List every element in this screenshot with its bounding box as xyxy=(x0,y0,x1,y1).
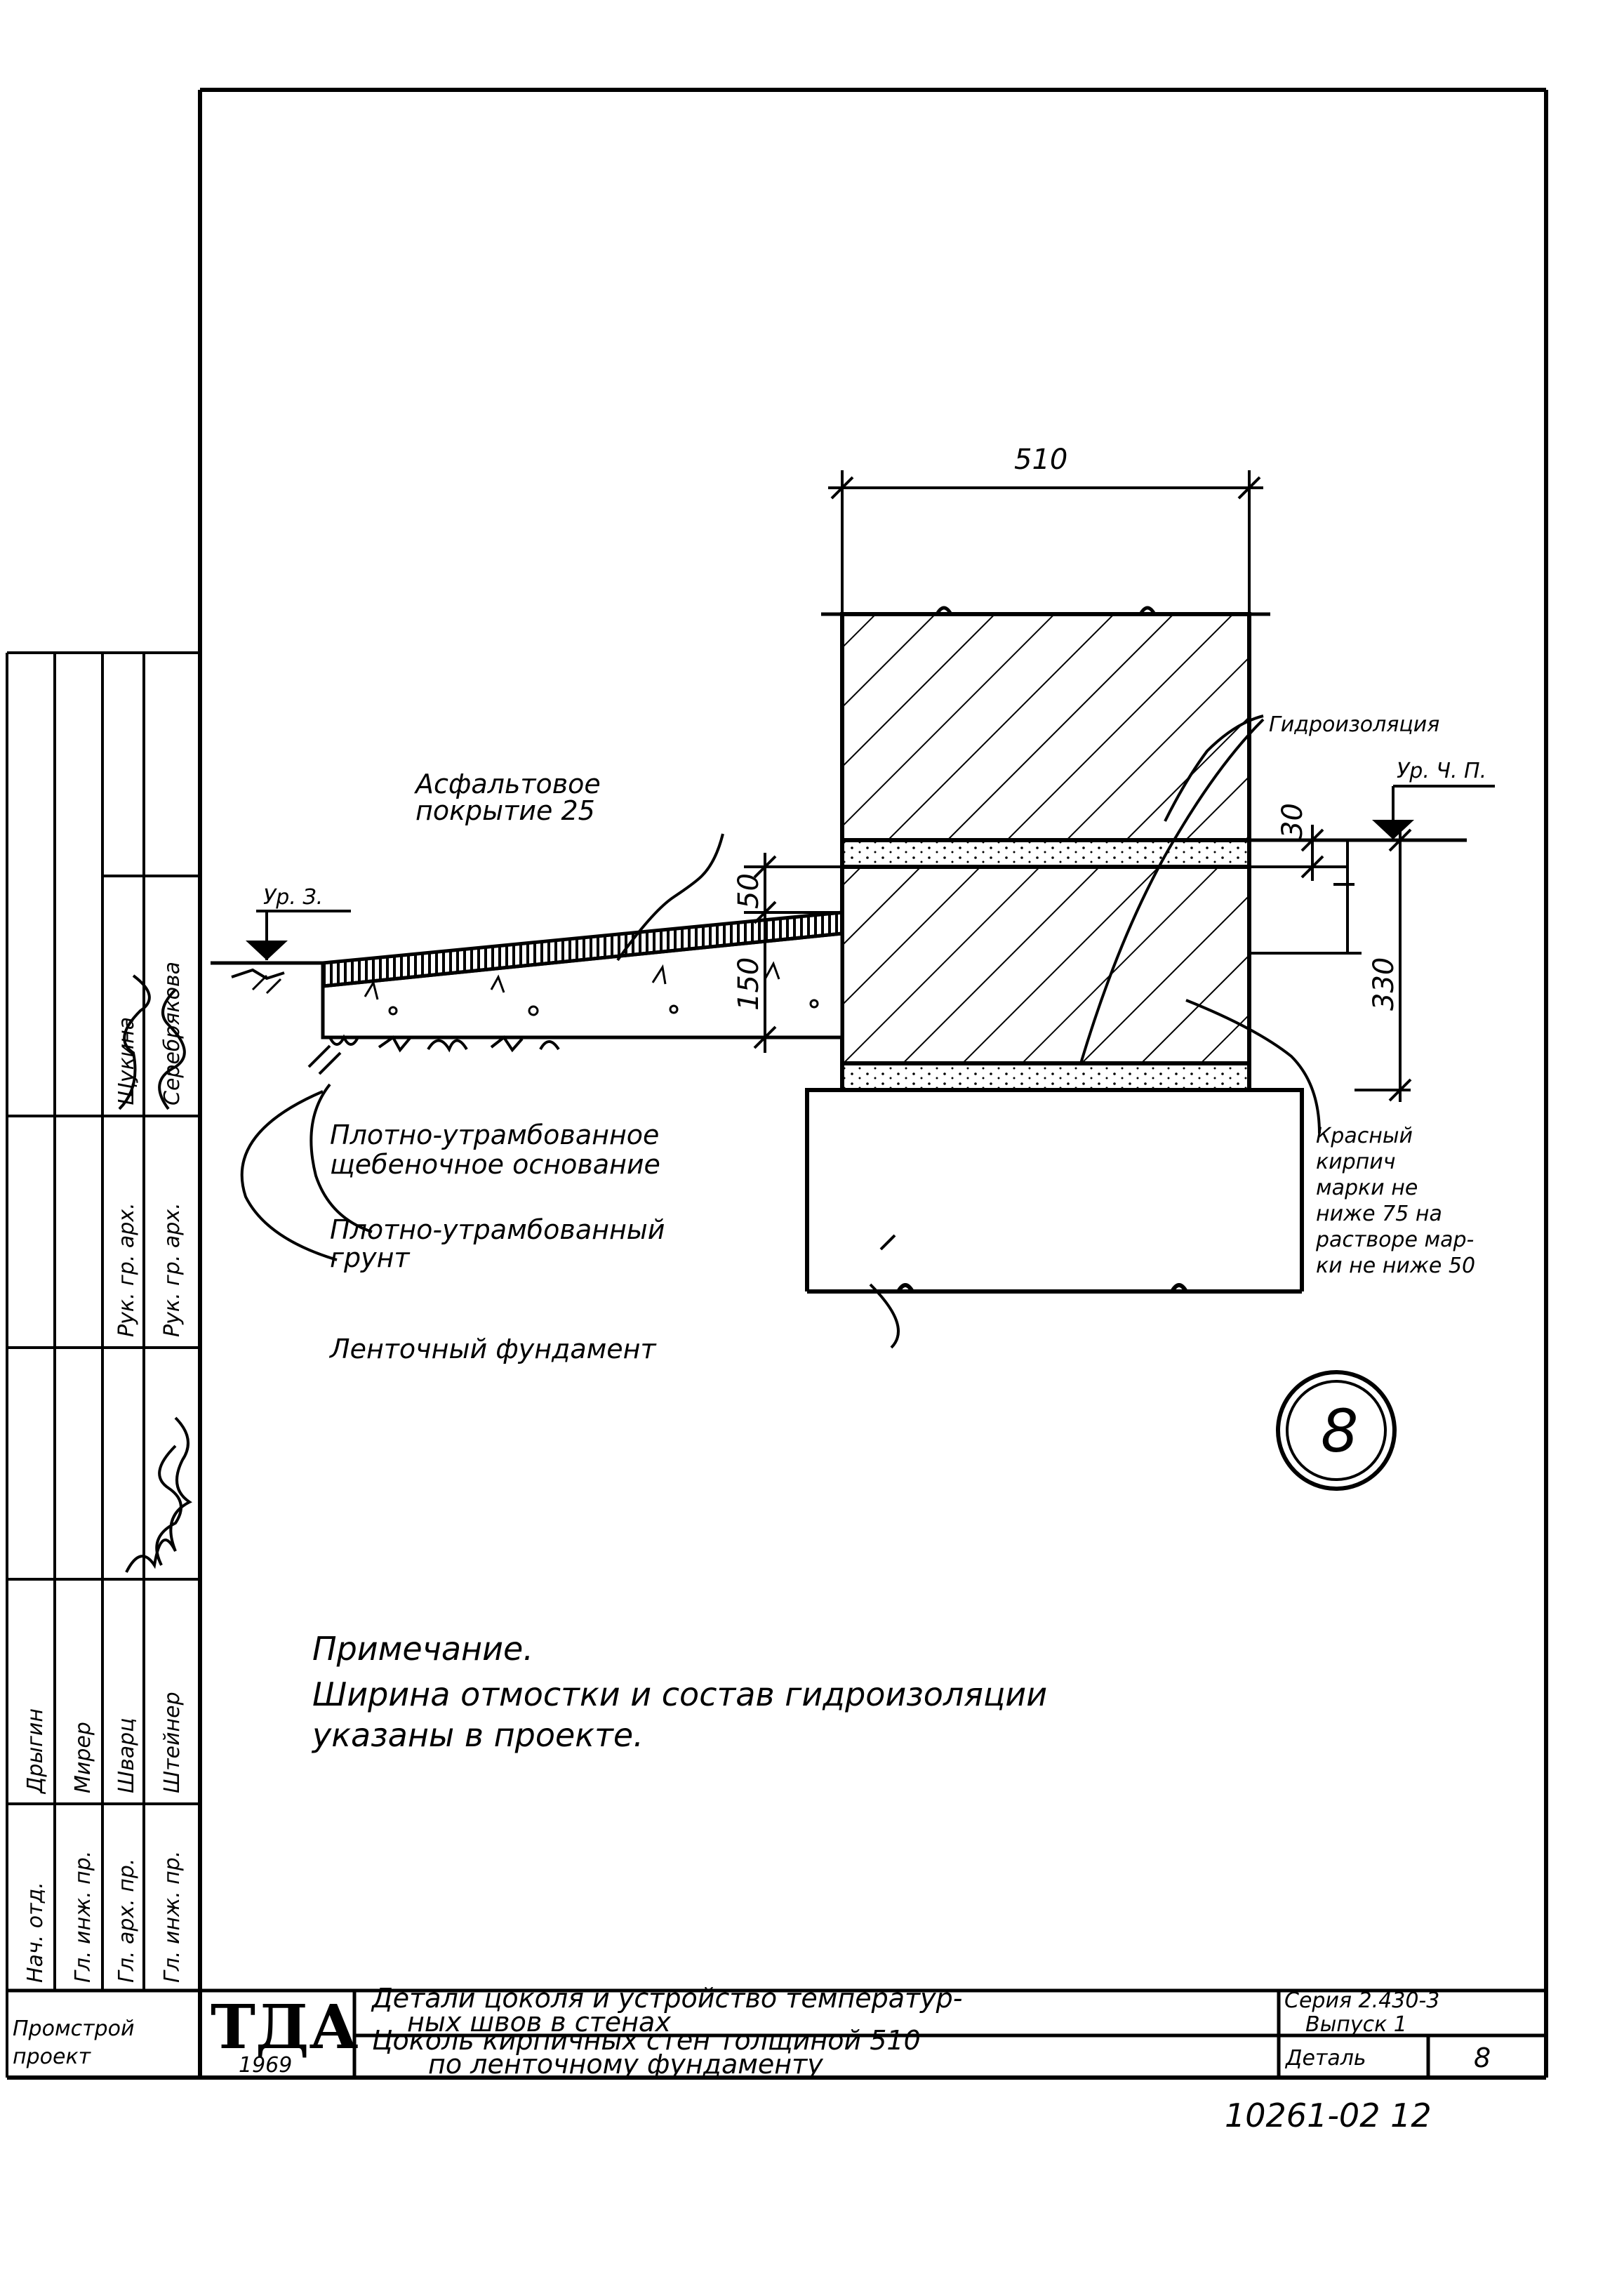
signatures xyxy=(118,974,192,1573)
label-asphalt-2: покрытие 25 xyxy=(415,795,595,826)
leader-lines xyxy=(240,715,1321,1349)
side-role-3: Гл. арх. пр. xyxy=(114,1859,139,1983)
dim-asphalt: 50 xyxy=(733,873,765,909)
title-main-1: Детали цоколя и устройство температур- xyxy=(371,1983,962,2014)
detail-number: 8 xyxy=(1321,1397,1358,1466)
strip-foundation xyxy=(805,1088,1304,1294)
compacted-soil xyxy=(307,1034,560,1075)
side-name-2: Мирер xyxy=(71,1722,95,1793)
label-crushed-stone-2: щебеночное основание xyxy=(330,1149,660,1180)
waterproofing-upper xyxy=(840,838,1251,869)
dimension-30-330 xyxy=(1249,825,1412,1102)
detail-value: 8 xyxy=(1474,2042,1491,2073)
label-foundation: Ленточный фундамент xyxy=(328,1334,658,1364)
title-block xyxy=(7,1988,1546,2078)
wall-break-line xyxy=(821,606,1270,616)
label-brick-5: растворе мар- xyxy=(1315,1228,1474,1252)
side-name-1: Дрыгин xyxy=(23,1708,48,1795)
label-brick-2: кирпич xyxy=(1316,1150,1396,1174)
series-label: Серия 2.430-3 xyxy=(1284,1988,1439,2013)
side-role-4: Гл. инж. пр. xyxy=(160,1851,185,1983)
note-line-2: указаны в проекте. xyxy=(311,1716,644,1754)
label-asphalt-1: Асфальтовое xyxy=(413,769,601,799)
dimension-510 xyxy=(828,470,1263,614)
label-soil-1: Плотно-утрамбованный xyxy=(330,1214,665,1245)
dim-wall-width: 510 xyxy=(1014,444,1067,476)
side-role-5: Рук. гр. арх. xyxy=(114,1202,139,1337)
title-block-text: ТДА 1969 Промстрой проект Детали цоколя … xyxy=(13,1983,1491,2080)
dimension-50-150 xyxy=(744,853,842,1053)
org-name-2: проект xyxy=(13,2045,92,2069)
ground-surface xyxy=(211,961,323,995)
side-block xyxy=(6,651,200,2078)
lower-wall xyxy=(840,865,1251,1065)
side-role-2: Гл. инж. пр. xyxy=(71,1851,95,1983)
org-name-1: Промстрой xyxy=(13,2017,134,2041)
side-name-6: Серебрякова xyxy=(160,962,185,1105)
waterproofing-lower xyxy=(840,1061,1251,1092)
label-brick-4: ниже 75 на xyxy=(1316,1202,1442,1226)
dim-plinth: 330 xyxy=(1368,957,1400,1011)
label-soil-2: грунт xyxy=(330,1242,411,1273)
title-year: 1969 xyxy=(239,2053,292,2078)
detail-marker xyxy=(1276,1370,1397,1491)
level-ground-label: Ур. З. xyxy=(263,885,323,910)
detail-label: Деталь xyxy=(1284,2046,1366,2071)
upper-wall xyxy=(840,612,1251,842)
title-sub-2: по ленточному фундаменту xyxy=(428,2049,823,2080)
issue-label: Выпуск 1 xyxy=(1305,2012,1407,2037)
label-crushed-stone-1: Плотно-утрамбованное xyxy=(330,1120,659,1150)
drawing-frame xyxy=(7,88,1548,2080)
label-brick-1: Красный xyxy=(1316,1124,1413,1148)
asphalt-layer xyxy=(321,910,844,988)
label-brick-3: марки не xyxy=(1316,1176,1418,1200)
side-name-4: Штейнер xyxy=(160,1692,185,1793)
title-sub-1: Цоколь кирпичных стен толщиной 510 xyxy=(372,2025,921,2056)
note-line-1: Ширина отмостки и состав гидроизоляции xyxy=(312,1675,1047,1713)
dim-base: 150 xyxy=(733,957,765,1011)
label-waterproofing: Гидроизоляция xyxy=(1269,712,1439,737)
level-marker-floor xyxy=(1249,785,1495,842)
side-role-6: Рук. гр. арх. xyxy=(160,1202,185,1337)
tda-logo: ТДА xyxy=(211,1992,359,2063)
side-role-1: Нач. отд. xyxy=(23,1882,48,1983)
side-name-3: Шварц xyxy=(114,1718,139,1793)
title-main-2: ных швов в стенах xyxy=(407,2007,671,2038)
level-floor-label: Ур. Ч. П. xyxy=(1397,759,1486,783)
level-marker-ground xyxy=(246,910,351,960)
label-brick-6: ки не ниже 50 xyxy=(1316,1254,1475,1278)
side-block-text: Нач. отд. Гл. инж. пр. Гл. арх. пр. Гл. … xyxy=(23,962,185,1983)
dim-wp-gap: 30 xyxy=(1277,803,1309,839)
note-title: Примечание. xyxy=(312,1630,533,1668)
sheet-code: 10261-02 12 xyxy=(1225,2097,1432,2134)
